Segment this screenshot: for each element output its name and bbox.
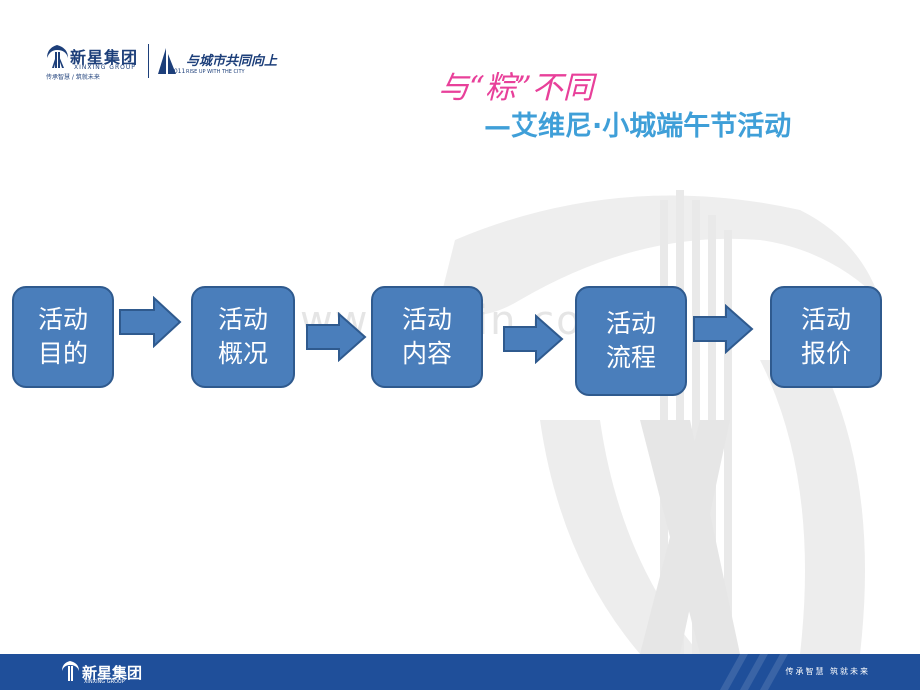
footer-company-name-en: XINXING GROUP — [84, 679, 125, 685]
flow-step-label-line1: 活动 — [217, 305, 268, 334]
flow-step-label-line2: 流程 — [605, 343, 656, 372]
flow-step-overview: 活动 概况 — [191, 286, 295, 388]
company-name-cn: 新星集团 — [70, 48, 139, 67]
footer-bar: 新星集团 XINXING GROUP 传承智慧 筑就未来 — [0, 654, 920, 690]
company-slogan: 传承智慧 / 筑就未来 — [46, 74, 100, 81]
flow-step-label-line2: 目的 — [37, 339, 88, 368]
page-title: 与“粽”不同 — [438, 70, 594, 106]
flow-arrow-icon — [306, 312, 367, 362]
flow-step-quote: 活动 报价 — [770, 286, 882, 388]
footer-stripes — [720, 654, 788, 690]
flow-step-label-line1: 活动 — [37, 305, 88, 334]
logo-divider — [148, 44, 149, 78]
flow-arrow-icon — [693, 304, 754, 354]
flow-step-label-line1: 活动 — [800, 305, 851, 334]
flow-step-label-line2: 内容 — [401, 339, 452, 368]
flow-step-process: 活动 流程 — [575, 286, 687, 396]
sail-icon — [158, 48, 176, 74]
flow-step-label-line2: 报价 — [800, 339, 851, 368]
flow-step-label-line2: 概况 — [217, 339, 268, 368]
flow-step-label-line1: 活动 — [605, 309, 656, 338]
anniversary-slogan-en: RISE UP WITH THE CITY — [186, 69, 245, 75]
flow-arrow-icon — [503, 314, 564, 364]
flow-step-purpose: 活动 目的 — [12, 286, 114, 388]
anniversary-slogan-cn: 与城市共同向上 — [186, 54, 278, 69]
company-emblem-icon — [47, 45, 68, 68]
footer-slogan: 传承智慧 筑就未来 — [785, 667, 870, 676]
flow-step-content: 活动 内容 — [371, 286, 483, 388]
page-subtitle: —艾维尼·小城端午节活动 — [484, 111, 792, 142]
company-logo: 新星集团 XINXING GROUP 传承智慧 / 筑就未来 — [44, 42, 144, 82]
company-name-en: XINXING GROUP — [74, 64, 136, 71]
footer-company-name-cn: 新星集团 — [82, 664, 143, 682]
flow-step-label-line1: 活动 — [401, 305, 452, 334]
flow-arrow-icon — [119, 296, 182, 348]
anniversary-logo: 2011 与城市共同向上 RISE UP WITH THE CITY — [156, 42, 296, 82]
anniversary-year: 2011 — [170, 68, 186, 75]
footer-emblem-icon — [62, 661, 79, 681]
